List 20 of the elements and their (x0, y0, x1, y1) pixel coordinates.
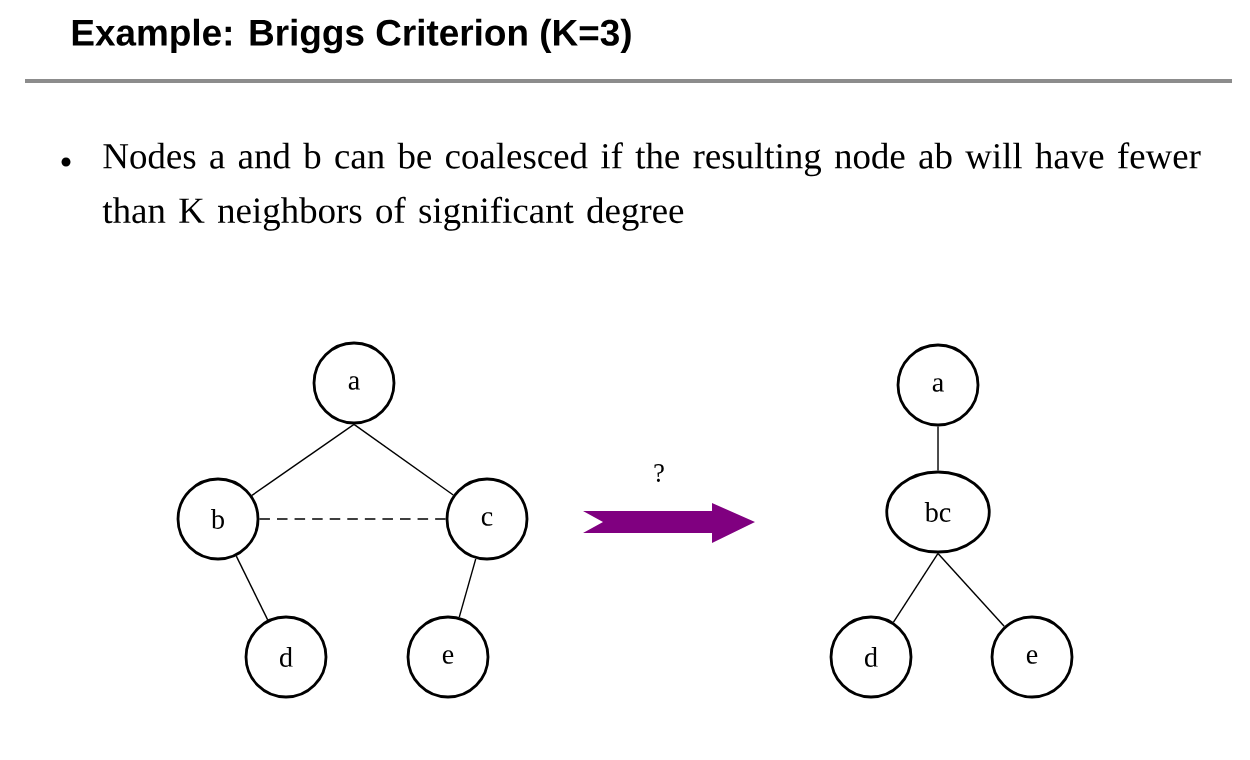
connector-line (892, 552, 939, 623)
connector-line (353, 423, 454, 496)
connector-line (937, 552, 1005, 628)
bullet-text: Nodes a and b can be coalesced if the resulting node ab will have fewer than K neighbors of significant degree (102, 142, 1201, 231)
graph-node: c (445, 477, 529, 561)
graph-node: a (312, 341, 396, 425)
graph-node: d (829, 615, 913, 699)
graph-node: d (244, 615, 328, 699)
graph-node: e (406, 615, 490, 699)
graph-node: e (990, 615, 1074, 699)
graph-node: b (176, 477, 260, 561)
connector-line (258, 518, 447, 520)
connector-line (251, 423, 355, 497)
connector-line (458, 558, 477, 618)
graph-node: a (896, 343, 980, 427)
connector-line (937, 425, 939, 472)
question-mark: ? (654, 464, 664, 482)
graph-node: bc (885, 470, 991, 554)
connector-line (235, 555, 269, 621)
slide-title: Example: Briggs Criterion (K=3) (72, 18, 631, 54)
